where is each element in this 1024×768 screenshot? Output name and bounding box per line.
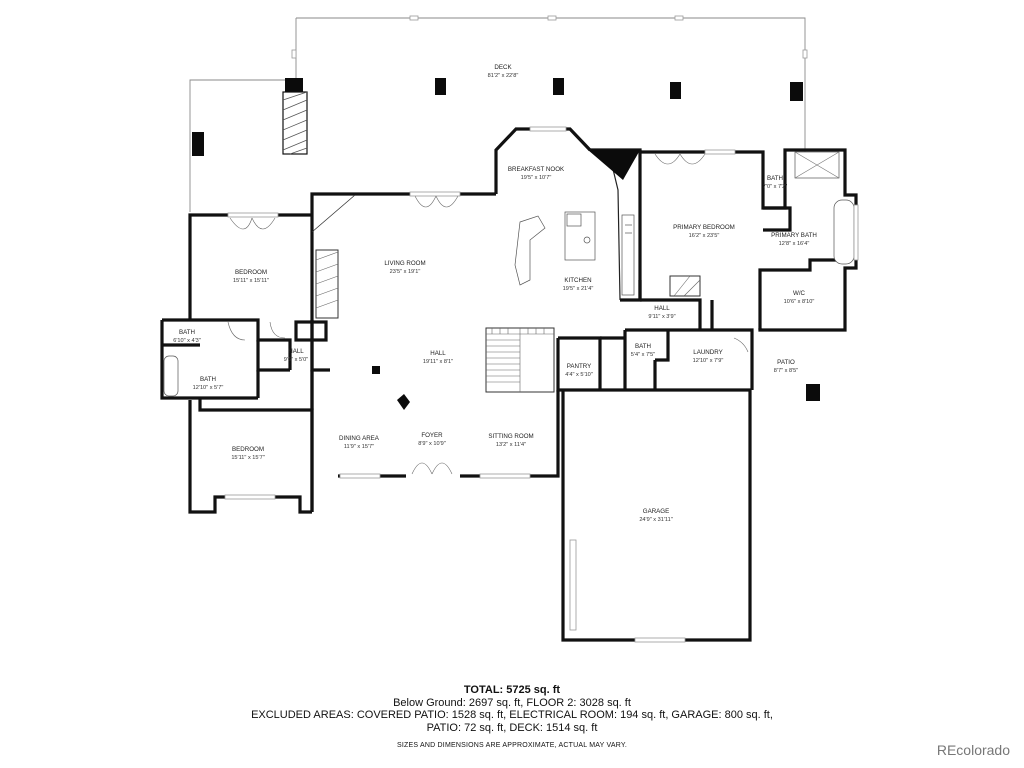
bath-left-dims: 12'10" x 5'7" [193,385,224,391]
staircase [485,327,555,393]
laundry-dims: 12'10" x 7'9" [693,358,724,364]
patio-label: PATIO [777,359,795,366]
primary-bedroom-label: PRIMARY BEDROOM [673,224,735,231]
wic-dims: 10'6" x 8'10" [784,299,815,305]
deck-label: DECK [494,64,512,71]
fireplace [311,194,356,319]
hall-left-label: HALL [288,348,304,355]
primary-bedroom-dims: 16'2" x 23'5" [689,233,720,239]
patio-dims: 8'7" x 8'5" [774,368,798,374]
laundry-label: LAUNDRY [693,349,722,356]
deck-dims: 81'2" x 22'8" [488,73,519,79]
bathtubs [163,151,855,397]
windows [224,126,859,643]
kitchen-dims: 19'5" x 21'4" [563,286,594,292]
area-line-2: EXCLUDED AREAS: COVERED PATIO: 1528 sq. … [251,709,773,721]
foyer-dims: 8'9" x 10'9" [418,441,446,447]
primary-fireplace [669,275,701,297]
deck-outline [189,15,808,212]
primary-bath-dims: 12'8" x 16'4" [779,241,810,247]
chimney [282,91,308,155]
bedroom-2-label: BEDROOM [232,446,264,453]
garage-label: GARAGE [643,508,669,515]
corner-column [588,150,640,180]
bedroom-1-dims: 15'11" x 15'11" [233,278,269,284]
kitchen-fixtures [514,211,635,296]
total-area: TOTAL: 5725 sq. ft [463,684,561,696]
bedroom-2-dims: 15'11" x 15'7" [231,455,264,461]
wic-label: W/C [793,290,806,297]
deck-posts [192,78,820,401]
bath-left-small-label: BATH [179,329,195,336]
foyer-label: FOYER [421,432,443,439]
primary-bath-label: PRIMARY BATH [771,232,817,239]
bath-left-small-dims: 6'10" x 4'3" [173,338,201,344]
room-labels: DECK 81'2" x 22'8" BREAKFAST NOOK 19'5" … [173,64,817,523]
garage-dims: 24'9" x 31'11" [639,517,672,523]
doors [227,153,749,475]
hall-left-dims: 9'6" x 5'0" [284,357,308,363]
disclaimer: SIZES AND DIMENSIONS ARE APPROXIMATE, AC… [397,742,627,749]
bath-upper-right-dims: 7'0" x 7'2" [763,184,787,190]
pantry-label: PANTRY [567,363,592,370]
area-line-1: Below Ground: 2697 sq. ft, FLOOR 2: 3028… [393,696,631,709]
bath-left-label: BATH [200,376,216,383]
sitting-label: SITTING ROOM [488,433,533,440]
dining-label: DINING AREA [339,435,380,442]
column-markers [372,366,410,410]
bedroom-1-label: BEDROOM [235,269,267,276]
breakfast-nook-dims: 19'5" x 10'7" [521,175,552,181]
living-room-label: LIVING ROOM [384,260,425,267]
interior-walls [160,149,845,512]
area-line-3: PATIO: 72 sq. ft, DECK: 1514 sq. ft [426,721,598,734]
breakfast-nook-label: BREAKFAST NOOK [508,166,565,173]
brand-watermark: REcolorado [936,742,1010,758]
hall-center-label: HALL [430,350,446,357]
bath-upper-right-label: BATH [767,175,783,182]
kitchen-label: KITCHEN [564,277,591,284]
hall-center-dims: 19'11" x 8'1" [423,359,453,365]
hall-kitchen-dims: 9'11" x 3'9" [648,314,675,320]
area-summary: TOTAL: 5725 sq. ft Below Ground: 2697 sq… [0,684,1024,753]
bath-laundry-dims: 5'4" x 7'5" [631,352,655,358]
bath-laundry-label: BATH [635,343,651,350]
sitting-dims: 13'2" x 11'4" [496,442,526,448]
dining-dims: 11'9" x 15'7" [344,444,374,450]
living-room-dims: 23'5" x 19'1" [390,269,421,275]
hall-kitchen-label: HALL [654,305,670,312]
pantry-dims: 4'4" x 5'10" [565,372,593,378]
